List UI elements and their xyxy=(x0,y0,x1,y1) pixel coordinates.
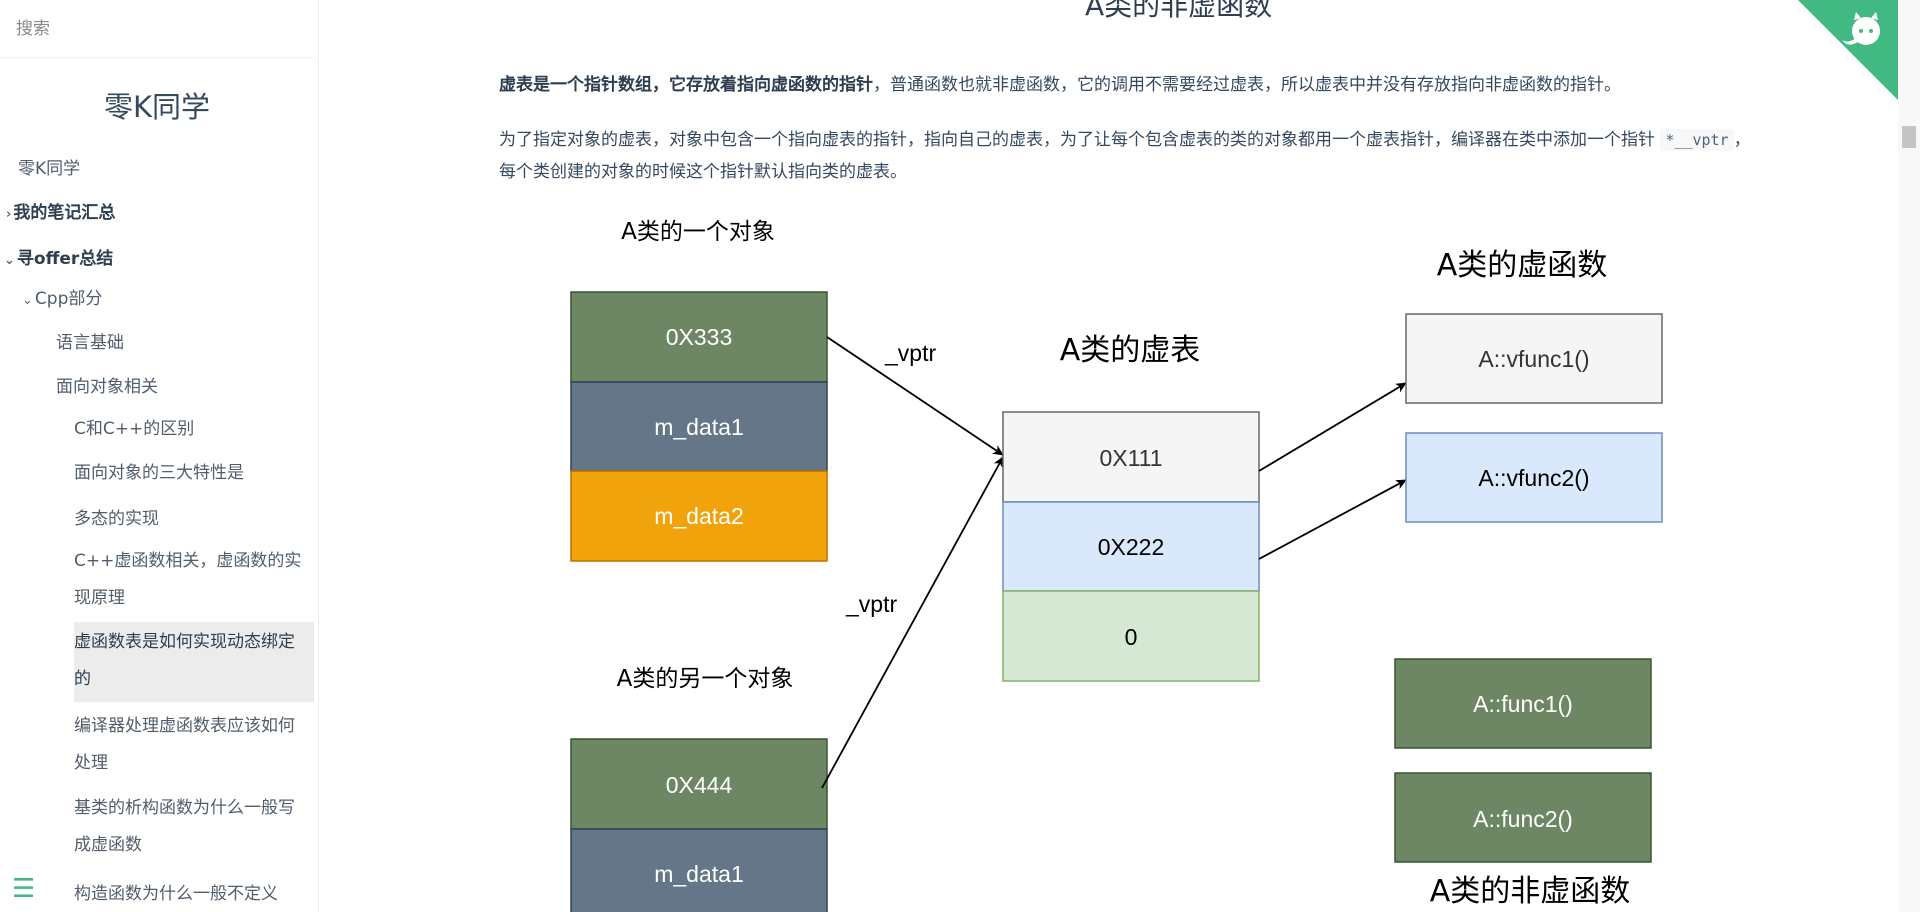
sidebar-item-compiler-vtable[interactable]: 编译器处理虚函数表应该如何处理 xyxy=(74,716,295,773)
object1-cell-data1 xyxy=(570,381,828,472)
sidebar: 零K同学 零K同学 ›我的笔记汇总 ⌄寻offer总结 ⌄Cpp部分 语言基础 … xyxy=(0,0,319,912)
vfunc2-arrow xyxy=(1258,479,1407,560)
chevron-down-icon: ⌄ xyxy=(4,253,15,268)
vtable-cell-2 xyxy=(1002,501,1260,592)
paragraph-bold-text: 虚表是一个指针数组，它存放着指向虚函数的指针 xyxy=(499,75,873,95)
vtable-cell-3 xyxy=(1002,590,1260,682)
vtable-title: A类的虚表 xyxy=(1060,333,1201,368)
app-name[interactable]: 零K同学 xyxy=(103,90,211,124)
vtable-cell-2-text: 0X222 xyxy=(1098,534,1165,560)
object1-cell-data1-text: m_data1 xyxy=(654,414,744,440)
object1-cell-vptr xyxy=(570,291,828,383)
sidebar-item-constructor[interactable]: 构造函数为什么一般不定义 xyxy=(74,884,278,904)
vfunc2-box xyxy=(1405,432,1663,523)
sidebar-item-oop-features[interactable]: 面向对象的三大特性是 xyxy=(74,463,244,483)
vfunc1-box xyxy=(1405,313,1663,404)
sidebar-item-label: Cpp部分 xyxy=(34,289,103,309)
paragraph-text: ，每个类创建的对象的时候这个指针默认指向类的虚表。 xyxy=(499,130,1751,182)
object1-cell-data2 xyxy=(570,470,828,562)
func1-box xyxy=(1394,658,1652,749)
object2-title: A类的另一个对象 xyxy=(617,666,794,692)
vtable-cell-1 xyxy=(1002,411,1260,503)
paragraph-vptr: 为了指定对象的虚表，对象中包含一个指向虚表的指针，指向自己的虚表，为了让每个包含… xyxy=(499,124,1759,188)
search-bar xyxy=(0,0,314,58)
virtual-functions-title: A类的虚函数 xyxy=(1437,248,1608,283)
paragraph-text: ，普通函数也就非虚函数，它的调用不需要经过虚表，所以虚表中并没有存放指向非虚函数… xyxy=(873,75,1621,95)
vptr-label-1: _vptr xyxy=(884,340,936,366)
sidebar-item-c-vs-cpp[interactable]: C和C++的区别 xyxy=(74,419,195,439)
menu-icon[interactable]: ☰ xyxy=(12,874,36,904)
sidebar-item-oop[interactable]: 面向对象相关 xyxy=(56,377,158,397)
sidebar-item-virtual-functions[interactable]: C++虚函数相关，虚函数的实现原理 xyxy=(74,551,302,608)
scrollbar-thumb[interactable] xyxy=(1902,126,1916,148)
vtable-cell-3-text: 0 xyxy=(1125,624,1138,650)
func2-box xyxy=(1394,772,1652,863)
sidebar-item-vtable-binding[interactable]: 虚函数表是如何实现动态绑定的 xyxy=(74,632,295,689)
nonvirtual-functions-title: A类的非虚函数 xyxy=(1430,874,1631,909)
vtable-cell-1-text: 0X111 xyxy=(1099,445,1162,471)
object1-cell-vptr-text: 0X333 xyxy=(666,324,733,350)
section-heading-partial: A类的非虚函数 xyxy=(1085,0,1273,22)
sidebar-item-label: 我的笔记汇总 xyxy=(13,203,116,223)
active-item-highlight xyxy=(74,622,314,702)
object2-cell-data1-text: m_data1 xyxy=(654,861,744,887)
object2-cell-vptr-text: 0X444 xyxy=(666,772,733,798)
sidebar-item-notes[interactable]: ›我的笔记汇总 xyxy=(6,198,115,223)
chevron-right-icon: › xyxy=(6,207,12,222)
scrollbar-track[interactable] xyxy=(1898,0,1920,912)
vptr-label-2: _vptr xyxy=(845,591,897,617)
sidebar-item-label: 寻offer总结 xyxy=(16,249,114,269)
vptr-arrow-2 xyxy=(821,456,1004,789)
sidebar-item-virtual-destructor[interactable]: 基类的析构函数为什么一般写成虚函数 xyxy=(74,798,295,855)
github-corner-background xyxy=(1798,0,1898,100)
object2-cell-vptr xyxy=(570,738,828,830)
paragraph-text: 为了指定对象的虚表，对象中包含一个指向虚表的指针，指向自己的虚表，为了让每个包含… xyxy=(499,130,1655,150)
vfunc1-text: A::vfunc1() xyxy=(1478,346,1589,372)
paragraph-vtable-definition: 虚表是一个指针数组，它存放着指向虚函数的指针，普通函数也就非虚函数，它的调用不需… xyxy=(499,69,1759,101)
inline-code-vptr: *__vptr xyxy=(1660,129,1734,151)
sidebar-item-polymorphism[interactable]: 多态的实现 xyxy=(74,509,159,529)
vptr-arrow-1 xyxy=(826,336,1004,456)
object1-title: A类的一个对象 xyxy=(621,219,775,245)
object2-cell-data1 xyxy=(570,828,828,912)
sidebar-item-offer[interactable]: ⌄寻offer总结 xyxy=(4,244,113,269)
sidebar-item-home[interactable]: 零K同学 xyxy=(18,159,81,179)
search-input[interactable] xyxy=(14,14,298,44)
vfunc2-text: A::vfunc2() xyxy=(1478,465,1589,491)
func2-text: A::func2() xyxy=(1473,806,1573,832)
func1-text: A::func1() xyxy=(1473,691,1573,717)
github-octocat-icon xyxy=(1842,12,1880,45)
sidebar-item-lang-basics[interactable]: 语言基础 xyxy=(56,333,124,353)
vfunc1-arrow xyxy=(1258,382,1407,472)
sidebar-item-cpp[interactable]: ⌄Cpp部分 xyxy=(22,284,102,309)
github-corner-link[interactable] xyxy=(1798,0,1898,100)
chevron-down-icon: ⌄ xyxy=(22,293,33,308)
object1-cell-data2-text: m_data2 xyxy=(654,503,744,529)
